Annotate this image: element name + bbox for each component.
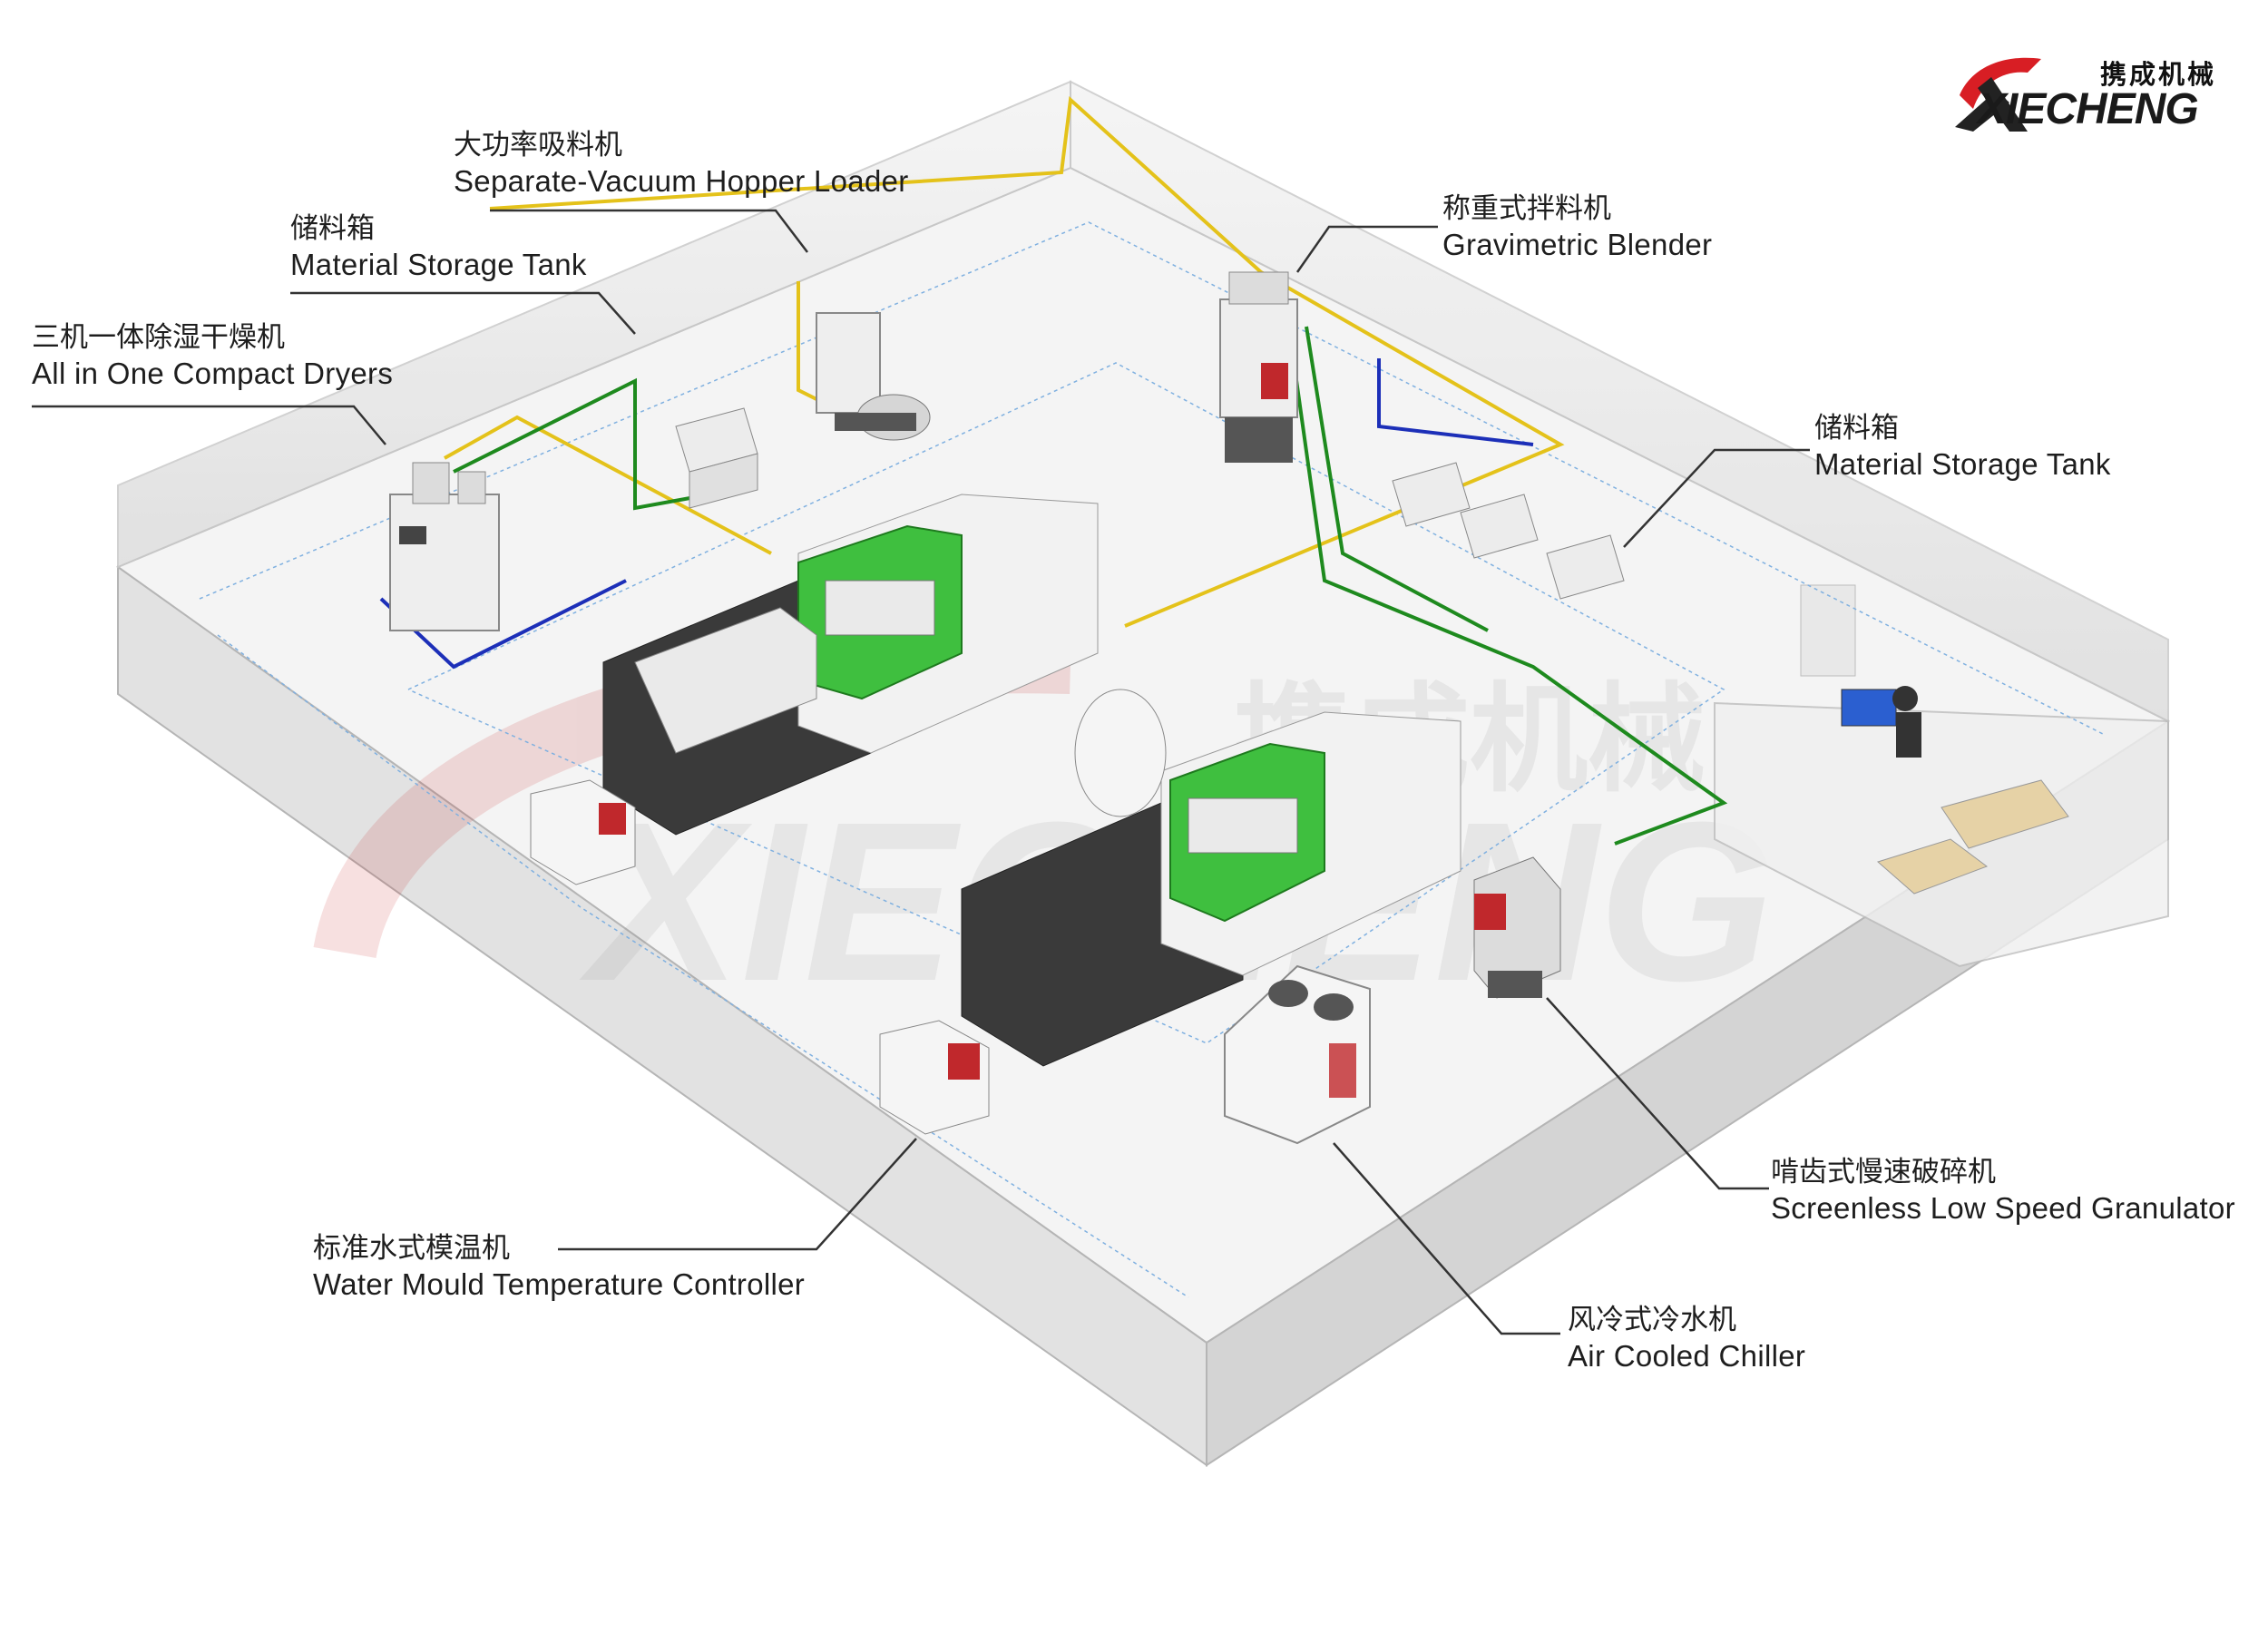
label-granulator: 啃齿式慢速破碎机 Screenless Low Speed Granulator — [1771, 1154, 2235, 1227]
label-storage-tank-right: 储料箱 Material Storage Tank — [1814, 410, 2111, 483]
logo-text-en: XIECHENG — [1978, 85, 2199, 133]
leader-storage-left — [290, 291, 636, 335]
label-en: Air Cooled Chiller — [1568, 1339, 1806, 1373]
pipes — [379, 95, 1728, 846]
label-gravimetric-blender: 称重式拌料机 Gravimetric Blender — [1442, 191, 1712, 263]
office-worker — [1892, 686, 1918, 711]
label-zh: 大功率吸料机 — [454, 129, 622, 161]
storage-tank-left-unit — [675, 407, 758, 509]
air-chiller-unit — [1224, 964, 1371, 1145]
label-mould-temp-controller: 标准水式模温机 Water Mould Temperature Controll… — [313, 1230, 805, 1303]
pipe-green-3 — [1305, 326, 1489, 632]
label-en: Material Storage Tank — [290, 248, 587, 281]
label-zh: 储料箱 — [1814, 412, 1899, 445]
pipe-blue-2 — [1377, 358, 1534, 446]
label-zh: 风冷式冷水机 — [1568, 1304, 1736, 1336]
pipe-yellow-top — [489, 95, 1565, 628]
mould-temp-controller-units — [530, 779, 990, 1135]
logo-mark-icon — [1955, 57, 2041, 132]
injection-machine-2 — [961, 689, 1461, 1067]
label-en: Water Mould Temperature Controller — [313, 1267, 806, 1301]
label-air-chiller: 风冷式冷水机 Air Cooled Chiller — [1568, 1302, 1805, 1374]
label-zh: 称重式拌料机 — [1442, 192, 1611, 225]
label-storage-tank-left: 储料箱 Material Storage Tank — [290, 210, 587, 283]
label-en: All in One Compact Dryers — [32, 357, 394, 390]
pipe-green-2 — [1286, 321, 1728, 846]
injection-machine-1 — [602, 494, 1099, 836]
floor-guides — [199, 221, 2106, 1298]
label-zh: 啃齿式慢速破碎机 — [1771, 1156, 1996, 1188]
hopper-loader — [816, 312, 931, 441]
gravimetric-blender-unit — [1219, 271, 1298, 463]
compact-dryer — [389, 462, 500, 631]
hopper-dryer — [1074, 689, 1167, 817]
leader-lines — [32, 209, 1810, 1335]
xiecheng-logo: 携成机械 XIECHENG — [1941, 41, 2250, 141]
pipe-yellow-dryer — [444, 415, 772, 555]
label-en: Gravimetric Blender — [1442, 228, 1713, 261]
label-en: Screenless Low Speed Granulator — [1771, 1191, 2235, 1225]
storage-tanks-right-units — [1392, 462, 1625, 600]
granulator-unit — [1473, 856, 1561, 999]
office-monitor — [1841, 689, 1897, 727]
leader-compact-dryers — [32, 405, 386, 445]
label-hopper-loader: 大功率吸料机 Separate-Vacuum Hopper Loader — [454, 127, 909, 200]
leader-storage-right — [1623, 448, 1810, 548]
label-zh: 标准水式模温机 — [313, 1232, 510, 1265]
label-compact-dryers: 三机一体除湿干燥机 All in One Compact Dryers — [32, 319, 393, 392]
leader-gravimetric-blender — [1295, 225, 1438, 273]
office-desk — [1941, 779, 2069, 849]
office-room — [1714, 584, 2169, 968]
leader-mould-temp — [558, 1138, 917, 1251]
leader-hopper-loader — [490, 209, 808, 253]
label-zh: 三机一体除湿干燥机 — [32, 321, 285, 354]
leader-granulator — [1546, 997, 1769, 1190]
logo-text-cn: 携成机械 — [2100, 59, 2217, 90]
label-en: Separate-Vacuum Hopper Loader — [454, 164, 909, 198]
pipe-green-1 — [453, 377, 736, 511]
leader-air-chiller — [1333, 1142, 1560, 1335]
label-zh: 储料箱 — [290, 212, 375, 245]
label-en: Material Storage Tank — [1814, 447, 2111, 481]
